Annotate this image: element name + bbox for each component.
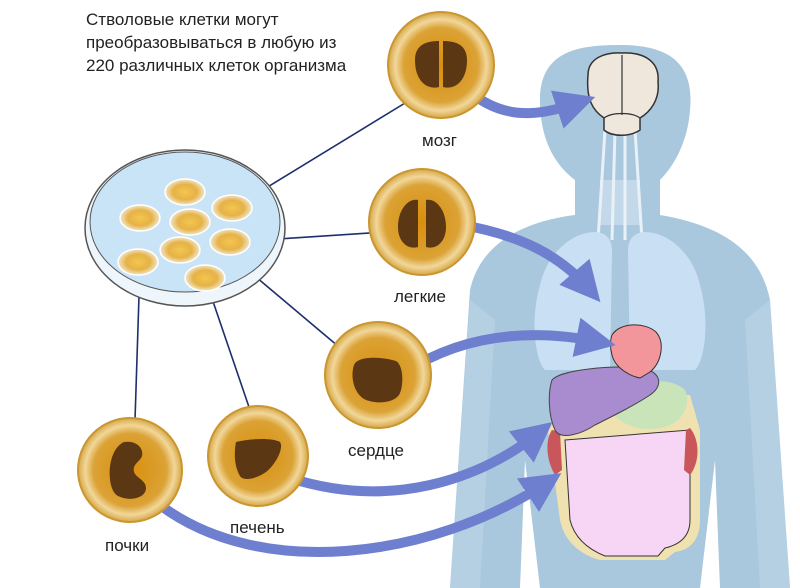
lungs-cell-organelle-icon	[398, 199, 446, 248]
cell-liver	[207, 405, 309, 507]
intestine-icon	[548, 395, 700, 560]
label-kidney: почки	[105, 536, 150, 555]
cell-kidney	[77, 417, 183, 523]
caption-line-3: 220 различных клеток организма	[86, 56, 347, 75]
arrow-to-lungs	[457, 220, 601, 303]
petri-dish-icon	[84, 149, 286, 307]
kidney-cell-organelle-icon	[109, 441, 146, 499]
heart-cell-organelle-icon	[352, 357, 403, 403]
brain-icon	[586, 52, 659, 136]
cell-brain	[387, 11, 495, 119]
brain-cell-organelle-icon	[415, 41, 467, 88]
caption-line-2: преобразовываться в любую из	[86, 33, 337, 52]
petri-cells	[117, 178, 253, 292]
label-heart: сердце	[348, 441, 404, 460]
cell-lungs	[368, 168, 476, 276]
cell-heart	[324, 321, 432, 429]
diagram-caption: Стволовые клетки могут преобразовываться…	[86, 8, 386, 77]
caption-line-1: Стволовые клетки могут	[86, 10, 279, 29]
arrow-to-kidney	[155, 473, 562, 557]
label-lungs: легкие	[394, 287, 446, 306]
liver-cell-organelle-icon	[234, 439, 282, 479]
arrow-to-brain	[465, 87, 596, 129]
label-brain: мозг	[422, 131, 457, 150]
label-liver: печень	[230, 518, 285, 537]
arrow-to-liver	[285, 422, 553, 497]
liver-icon	[548, 366, 660, 436]
